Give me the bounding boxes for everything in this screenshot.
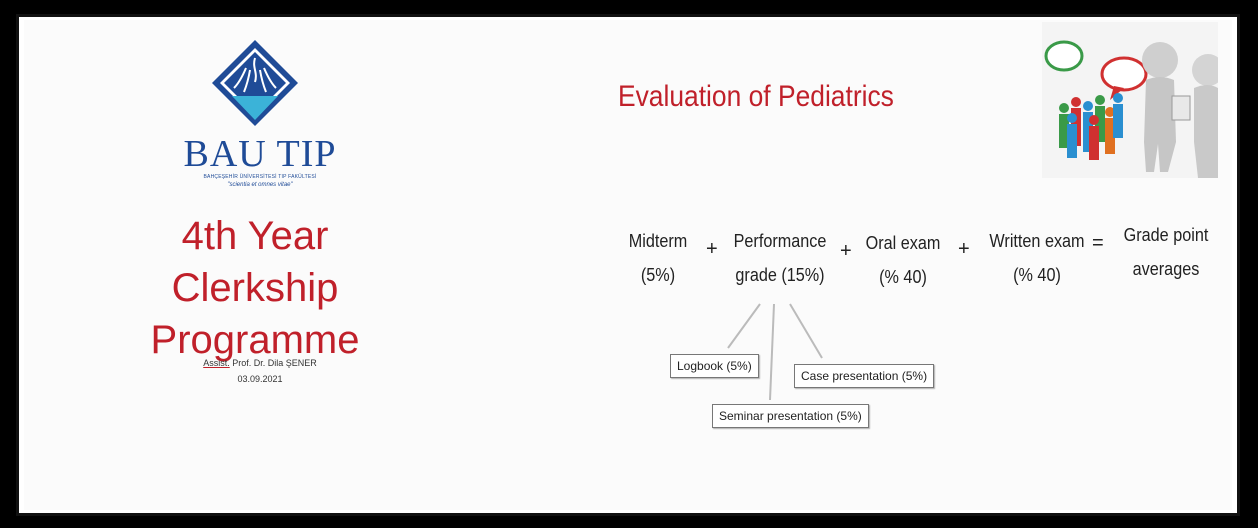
slide-frame bbox=[14, 12, 1242, 518]
midterm-weight: (5%) bbox=[640, 265, 676, 285]
slide-canvas bbox=[24, 20, 1232, 510]
date: 03.09.2021 bbox=[237, 374, 283, 384]
midterm-label: Midterm bbox=[628, 231, 688, 251]
evaluation-title: Evaluation of Pediatrics bbox=[618, 80, 894, 113]
title-line-1: 4th Year bbox=[181, 214, 329, 258]
plus-sign-3: + bbox=[958, 238, 970, 260]
result-label-1: Grade point bbox=[1123, 225, 1209, 245]
written-exam-term: Written exam (% 40) bbox=[982, 224, 1092, 292]
equals-sign: = bbox=[1092, 232, 1104, 254]
connector-seminar bbox=[769, 303, 775, 401]
brand-name: BAU TIP bbox=[183, 133, 337, 175]
connector-logbook bbox=[727, 303, 761, 349]
brand-motto: "scientia et omnes vitae" bbox=[227, 182, 293, 188]
author-name: Prof. Dr. Dila ŞENER bbox=[229, 358, 317, 368]
performance-term: Performance grade (15%) bbox=[730, 224, 831, 292]
author-prefix: Assist. bbox=[203, 358, 230, 368]
performance-weight: grade (15%) bbox=[735, 265, 825, 285]
oral-exam-weight: (% 40) bbox=[879, 267, 927, 287]
performance-label: Performance bbox=[733, 231, 827, 251]
oral-exam-term: Oral exam (% 40) bbox=[861, 226, 946, 294]
connector-case bbox=[789, 303, 823, 359]
grade-point-average-term: Grade point averages bbox=[1117, 218, 1214, 286]
written-exam-weight: (% 40) bbox=[1013, 265, 1061, 285]
written-exam-label: Written exam bbox=[989, 231, 1085, 251]
midterm-term: Midterm (5%) bbox=[618, 224, 697, 292]
result-label-2: averages bbox=[1132, 259, 1200, 279]
plus-sign-2: + bbox=[840, 240, 852, 262]
plus-sign-1: + bbox=[706, 238, 718, 260]
people-discussion-illustration bbox=[1042, 22, 1218, 178]
title-line-2: Clerkship Programme bbox=[150, 266, 360, 362]
author: Assist. Prof. Dr. Dila ŞENER bbox=[160, 358, 360, 368]
seminar-presentation-box: Seminar presentation (5%) bbox=[712, 404, 869, 428]
case-presentation-box: Case presentation (5%) bbox=[794, 364, 935, 388]
bau-logo-icon bbox=[212, 40, 298, 126]
logbook-box: Logbook (5%) bbox=[670, 354, 759, 378]
brand-subtitle: BAHÇEŞEHİR ÜNİVERSİTESİ TIP FAKÜLTESİ bbox=[203, 174, 317, 180]
programme-title: 4th Year Clerkship Programme bbox=[70, 210, 440, 366]
oral-exam-label: Oral exam bbox=[865, 233, 941, 253]
